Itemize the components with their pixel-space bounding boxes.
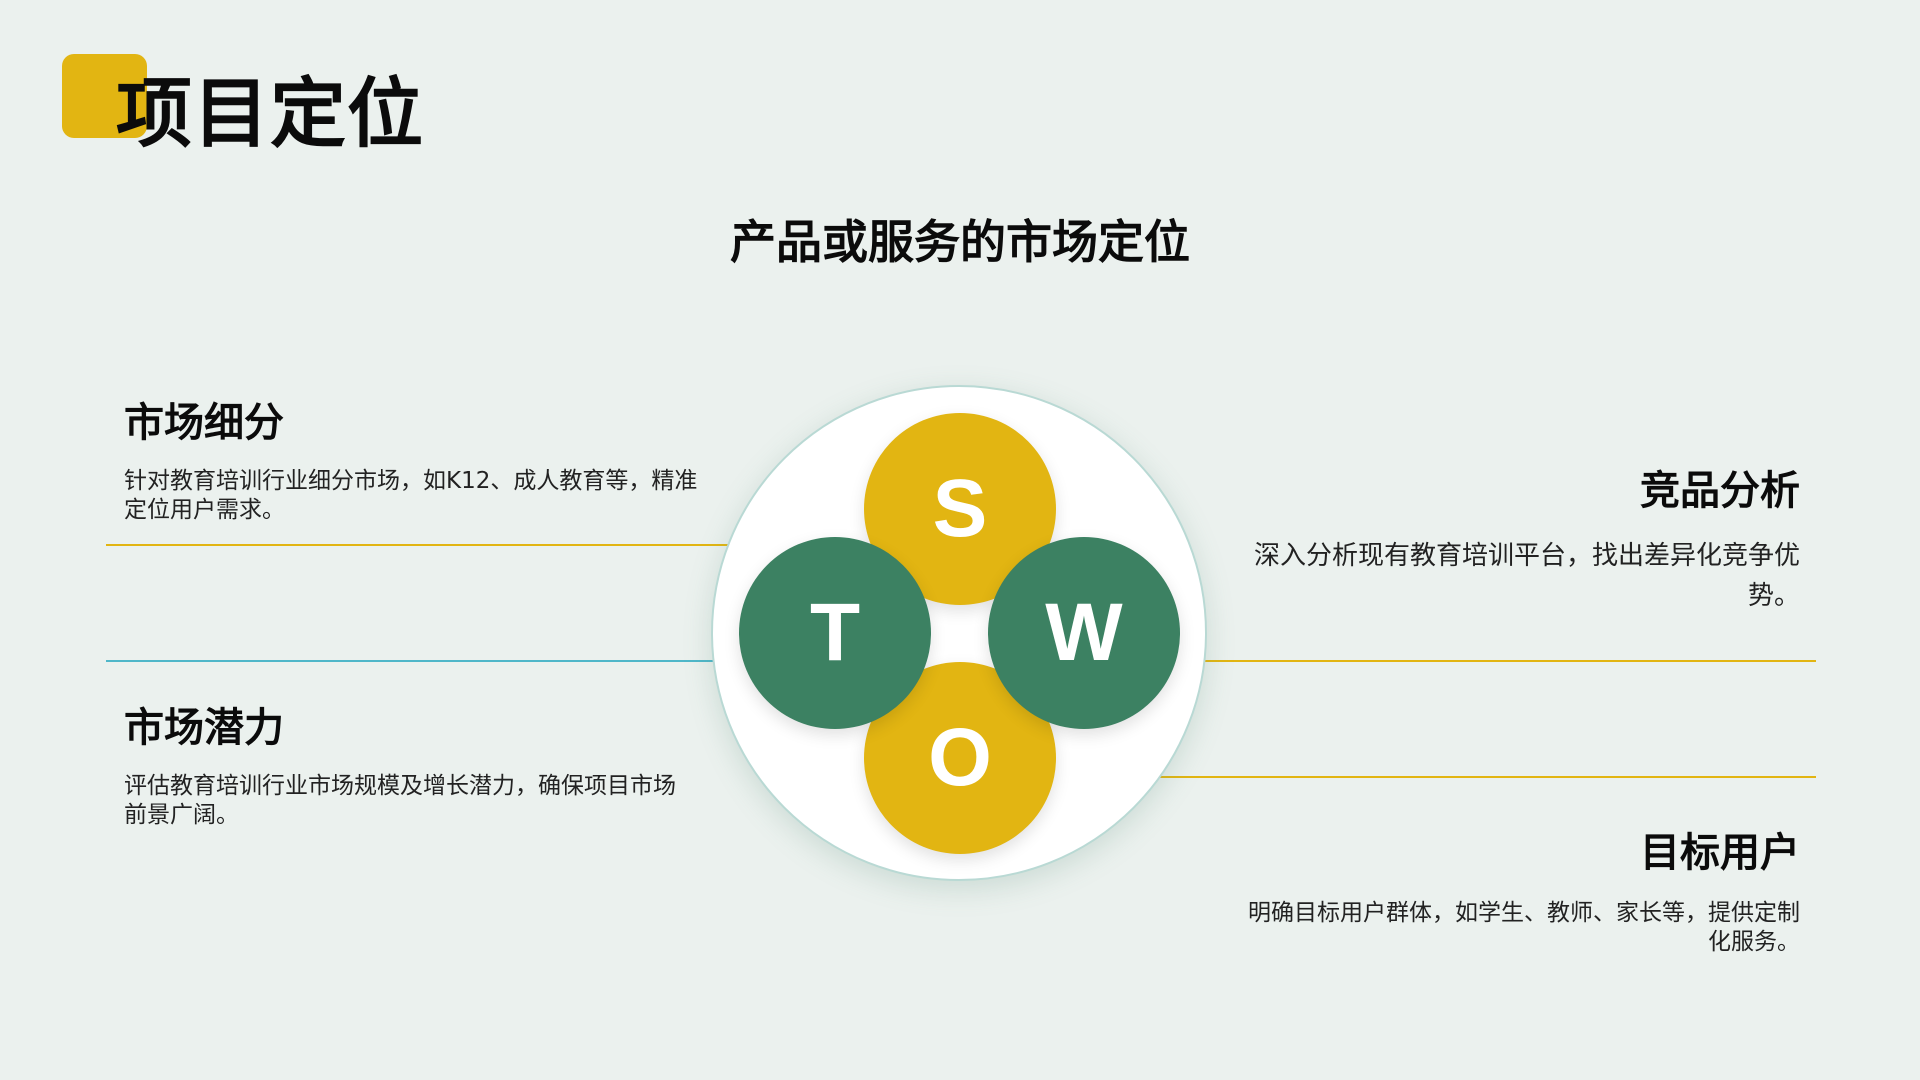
connector-line-market-segment	[106, 544, 798, 546]
title-accent-shape	[62, 54, 147, 138]
market-potential-block: 市场潜力 评估教育培训行业市场规模及增长潜力，确保项目市场前景广阔。	[124, 702, 694, 830]
competitor-analysis-text: 深入分析现有教育培训平台，找出差异化竞争优势。	[1253, 541, 1800, 611]
market-potential-title: 市场潜力	[124, 705, 284, 751]
target-users-title: 目标用户	[1640, 830, 1800, 876]
target-users-block: 目标用户 明确目标用户群体，如学生、教师、家长等，提供定制化服务。	[1236, 827, 1800, 957]
swot-w-circle: W	[988, 537, 1180, 729]
connector-line-competitor-analysis	[1176, 660, 1816, 662]
market-potential-text: 评估教育培训行业市场规模及增长潜力，确保项目市场前景广阔。	[124, 773, 676, 828]
connector-line-market-potential	[106, 660, 746, 662]
market-segment-block: 市场细分 针对教育培训行业细分市场，如K12、成人教育等，精准定位用户需求。	[124, 397, 704, 525]
competitor-analysis-block: 竞品分析 深入分析现有教育培训平台，找出差异化竞争优势。	[1226, 465, 1800, 616]
target-users-text: 明确目标用户群体，如学生、教师、家长等，提供定制化服务。	[1248, 900, 1800, 955]
connector-line-target-users	[1052, 776, 1816, 778]
market-segment-title: 市场细分	[124, 400, 284, 446]
slide-subtitle: 产品或服务的市场定位	[730, 215, 1190, 269]
page-title: 项目定位	[116, 69, 424, 158]
swot-t-circle: T	[739, 537, 931, 729]
market-segment-text: 针对教育培训行业细分市场，如K12、成人教育等，精准定位用户需求。	[124, 468, 698, 523]
competitor-analysis-title: 竞品分析	[1640, 468, 1800, 514]
